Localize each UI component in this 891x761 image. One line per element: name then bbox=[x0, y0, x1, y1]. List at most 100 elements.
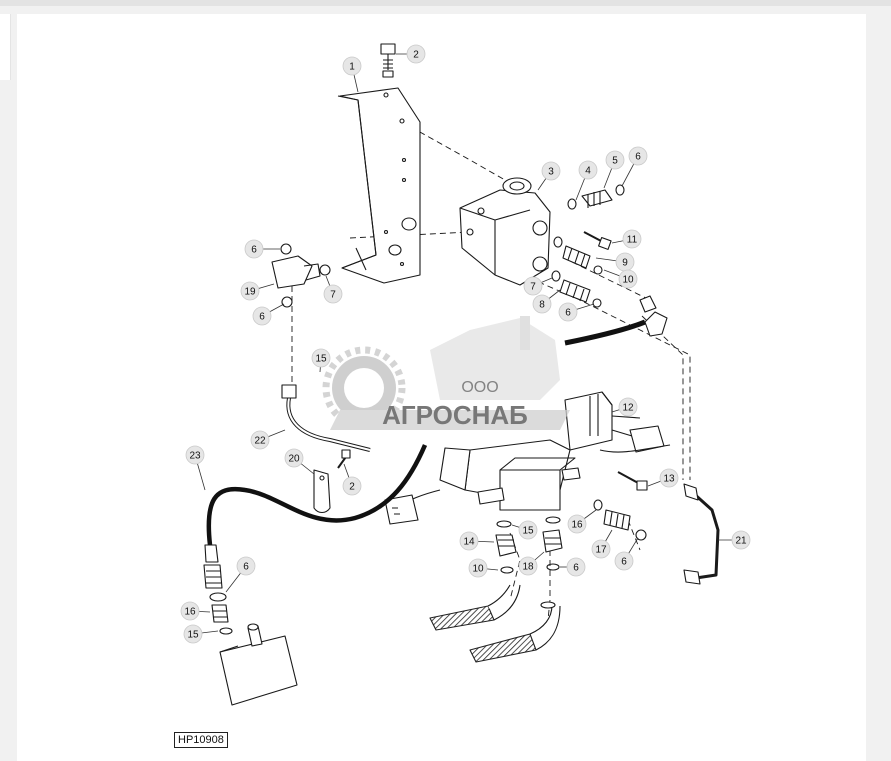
callout-number: 17 bbox=[595, 545, 607, 556]
callout-bubble bbox=[342, 56, 362, 76]
callout-c13: 13 bbox=[647, 468, 679, 488]
callout-number: 15 bbox=[315, 354, 327, 365]
callout-number: 6 bbox=[635, 152, 641, 163]
callout-number: 21 bbox=[735, 536, 747, 547]
callout-c6a: 6 bbox=[621, 146, 648, 187]
pump-block bbox=[219, 623, 298, 706]
callout-bubble bbox=[185, 445, 205, 465]
callout-c2a: 2 bbox=[396, 44, 426, 64]
callout-bubble bbox=[614, 551, 634, 571]
hydraulic-hose-13 bbox=[564, 295, 668, 346]
callout-c3: 3 bbox=[537, 161, 561, 191]
callout-c19: 19 bbox=[240, 281, 275, 301]
parts-diagram: ООО АГРОСНАБ 122345666666677891010111213… bbox=[180, 43, 751, 706]
callout-c16a: 16 bbox=[567, 509, 597, 534]
callout-number: 6 bbox=[259, 312, 265, 323]
callout-bubble bbox=[183, 624, 203, 644]
callout-c22: 22 bbox=[250, 429, 286, 450]
callout-c9: 9 bbox=[595, 252, 635, 272]
callout-c8: 8 bbox=[532, 289, 561, 314]
bolt-13 bbox=[617, 471, 648, 491]
callout-c20: 20 bbox=[284, 448, 315, 475]
callout-number: 3 bbox=[548, 167, 554, 178]
callout-number: 6 bbox=[573, 563, 579, 574]
callout-number: 6 bbox=[243, 562, 249, 573]
callout-bubble bbox=[622, 229, 642, 249]
callout-number: 22 bbox=[254, 436, 266, 447]
callout-number: 11 bbox=[627, 235, 638, 246]
callout-bubble bbox=[311, 348, 331, 368]
callout-c6c: 6 bbox=[252, 303, 285, 326]
callout-bubble bbox=[532, 294, 552, 314]
clamp-20 bbox=[313, 449, 351, 514]
callout-c15b: 15 bbox=[511, 520, 538, 540]
callout-c23: 23 bbox=[185, 445, 206, 491]
callout-c6d: 6 bbox=[558, 302, 595, 322]
callout-number: 12 bbox=[622, 403, 634, 414]
callout-c6e: 6 bbox=[560, 557, 586, 577]
callout-number: 23 bbox=[189, 451, 201, 462]
callout-bubble bbox=[567, 514, 587, 534]
callout-c1: 1 bbox=[342, 56, 362, 93]
callout-number: 2 bbox=[349, 482, 355, 493]
callout-bubble bbox=[523, 276, 543, 296]
fitting-17 bbox=[593, 499, 647, 541]
callout-number: 16 bbox=[184, 607, 196, 618]
elbow-fitting-19 bbox=[271, 243, 331, 308]
left-panel-edge bbox=[0, 14, 11, 80]
steel-tube-21 bbox=[683, 483, 720, 585]
callout-c6g: 6 bbox=[225, 556, 256, 593]
callout-bubble bbox=[252, 306, 272, 326]
callout-bubble bbox=[566, 557, 586, 577]
callout-bubble bbox=[406, 44, 426, 64]
callout-bubble bbox=[236, 556, 256, 576]
callout-c21: 21 bbox=[718, 530, 751, 550]
fitting-18 bbox=[542, 516, 563, 571]
callout-number: 4 bbox=[585, 166, 591, 177]
callout-number: 6 bbox=[565, 308, 571, 319]
callout-c5: 5 bbox=[603, 150, 625, 189]
callout-bubble bbox=[284, 448, 304, 468]
callout-c10a: 10 bbox=[603, 269, 638, 289]
callout-bubble bbox=[180, 601, 200, 621]
callout-bubble bbox=[605, 150, 625, 170]
callout-c11: 11 bbox=[611, 229, 642, 249]
watermark-logo: ООО АГРОСНАБ bbox=[322, 316, 570, 430]
callout-number: 10 bbox=[472, 564, 484, 575]
callout-bubble bbox=[541, 161, 561, 181]
callout-c4: 4 bbox=[575, 160, 598, 201]
small-bolt-11 bbox=[583, 231, 612, 250]
callout-c14: 14 bbox=[459, 531, 495, 551]
callout-number: 19 bbox=[244, 287, 256, 298]
callout-number: 16 bbox=[571, 520, 583, 531]
callout-bubble bbox=[342, 476, 362, 496]
electrical-connector bbox=[384, 489, 441, 525]
bolt-top bbox=[380, 43, 396, 78]
callout-number: 14 bbox=[463, 537, 475, 548]
callout-c15a: 15 bbox=[311, 348, 331, 373]
callout-bubble bbox=[591, 539, 611, 559]
callout-number: 8 bbox=[539, 300, 545, 311]
callout-c6f: 6 bbox=[614, 537, 639, 571]
callout-number: 7 bbox=[330, 290, 336, 301]
callout-c2b: 2 bbox=[342, 463, 362, 496]
top-bar bbox=[0, 0, 891, 6]
valve-block bbox=[459, 177, 551, 286]
callout-number: 20 bbox=[288, 454, 300, 465]
callout-c16b: 16 bbox=[180, 601, 211, 621]
callout-c17: 17 bbox=[591, 529, 613, 559]
fitting-8 bbox=[551, 270, 602, 308]
callout-number: 7 bbox=[530, 282, 536, 293]
callout-bubble bbox=[323, 284, 343, 304]
flexible-hose-23 bbox=[203, 444, 428, 589]
callout-bubble bbox=[250, 430, 270, 450]
callout-c18: 18 bbox=[518, 551, 545, 576]
callout-bubble bbox=[244, 239, 264, 259]
callout-bubble bbox=[459, 531, 479, 551]
callout-bubble bbox=[518, 556, 538, 576]
callout-number: 6 bbox=[251, 245, 257, 256]
callout-number: 1 bbox=[349, 62, 355, 73]
callout-number: 15 bbox=[187, 630, 199, 641]
watermark-brand: АГРОСНАБ bbox=[382, 400, 528, 430]
